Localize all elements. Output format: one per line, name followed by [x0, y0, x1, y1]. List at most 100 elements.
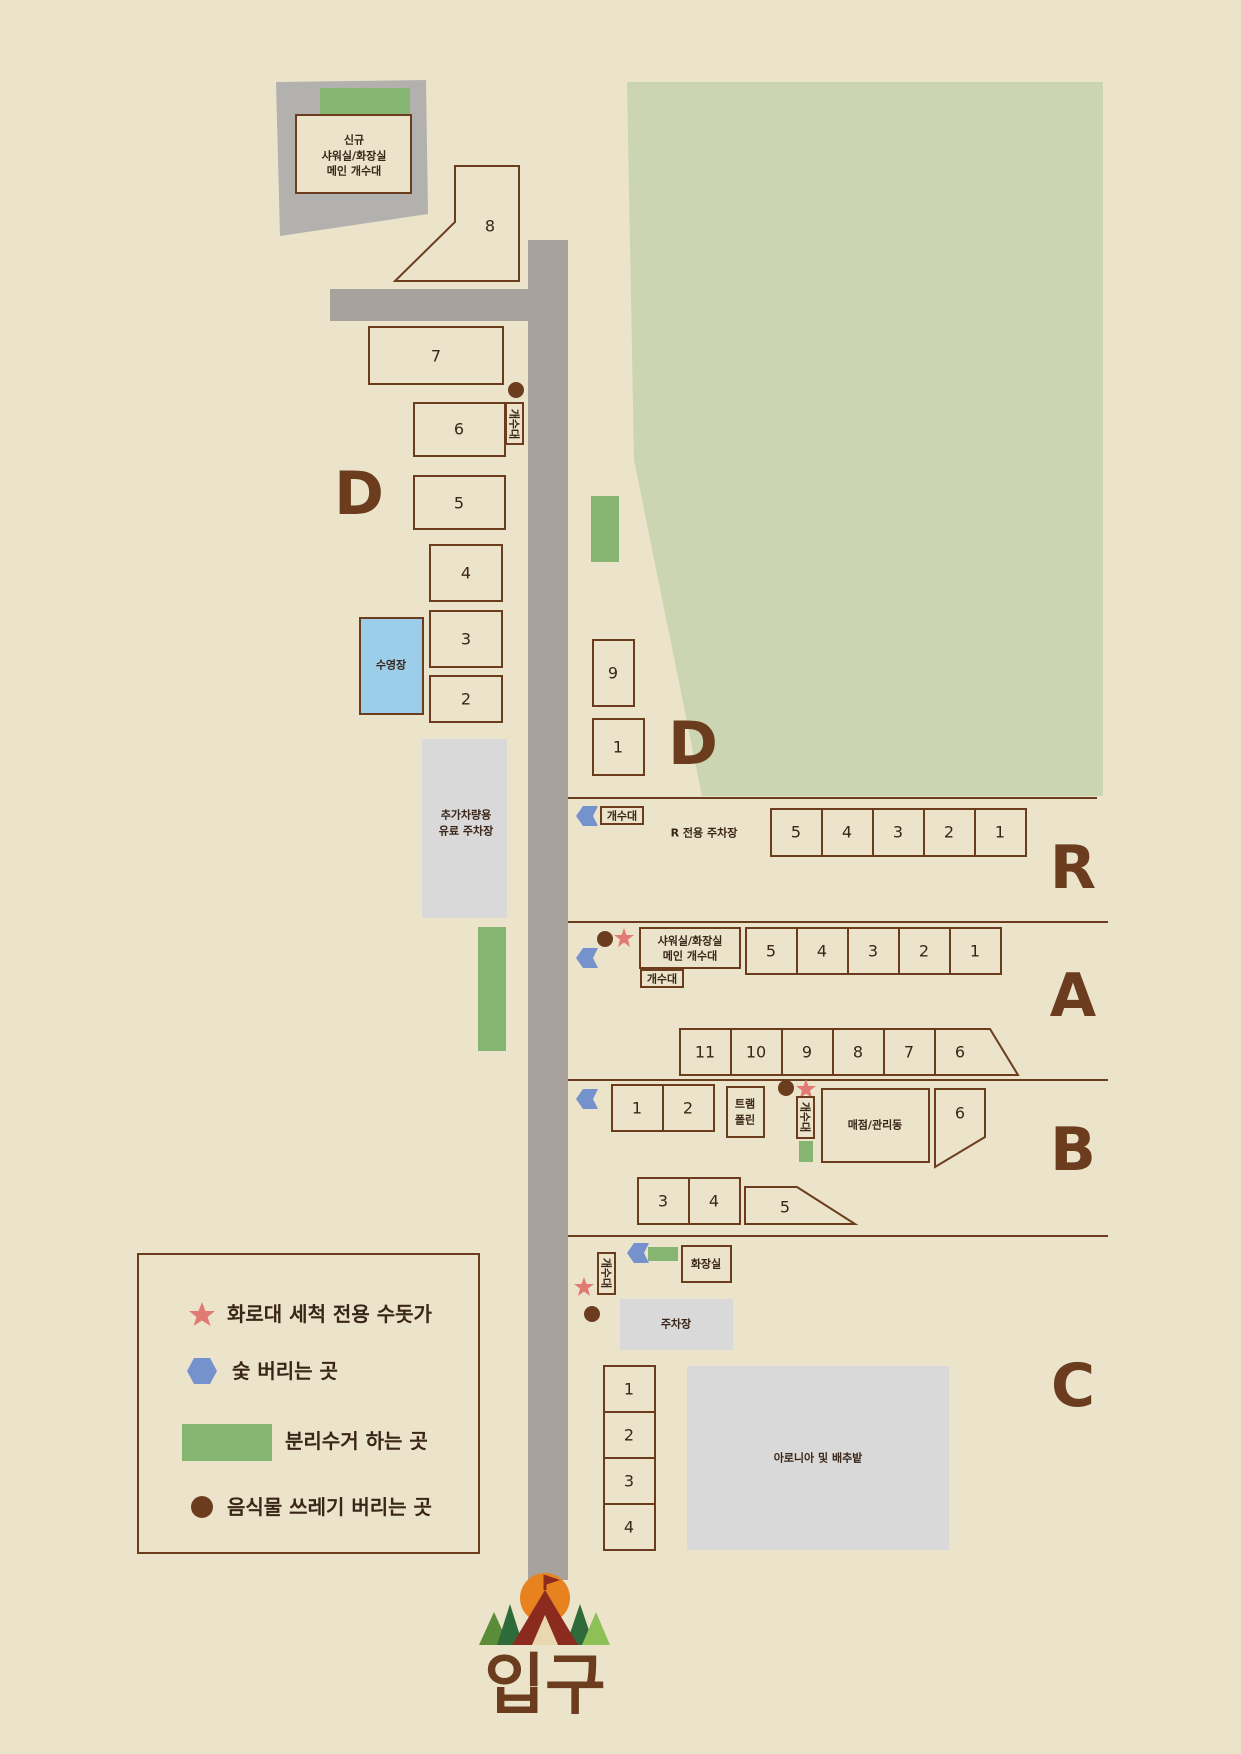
site-d-1-label: 1: [613, 738, 623, 757]
site-c-4-label: 4: [624, 1518, 634, 1537]
site-b-3-label: 3: [658, 1192, 668, 1211]
site-b-6[interactable]: [934, 1088, 986, 1169]
r-sites: 5 4 3 2 1: [770, 808, 1027, 857]
site-d-5[interactable]: [413, 475, 506, 530]
site-d-8[interactable]: [392, 165, 520, 282]
zone-label-a: A: [1050, 961, 1097, 1031]
legend-box: [137, 1253, 480, 1554]
shower-a-label-1: 샤워실/화장실: [658, 934, 723, 948]
recycle-zone-right: [591, 496, 619, 562]
charcoal-hex-b: [576, 1089, 598, 1109]
zone-label-d-right: D: [668, 709, 718, 779]
pool-label: 수영장: [376, 658, 406, 672]
a-top-sites: 5 4 3 2 1: [745, 927, 1002, 975]
site-d-2-label: 2: [461, 690, 471, 709]
side-road: [330, 289, 530, 321]
legend-charcoal: 숯 버리는 곳: [232, 1359, 338, 1383]
parking-c-label: 주차장: [661, 1317, 691, 1331]
charcoal-hex-r: [576, 806, 598, 826]
site-c-2-label: 2: [624, 1426, 634, 1445]
recycle-zone-left: [478, 927, 506, 1051]
legend-hexagon-icon: [187, 1358, 217, 1384]
paid-parking-label-2: 유료 주차장: [439, 824, 493, 838]
site-b-5[interactable]: [744, 1186, 859, 1225]
store-building[interactable]: [821, 1088, 930, 1163]
site-d-8-label: 8: [485, 217, 495, 236]
recycle-zone-top: [320, 88, 410, 114]
site-d-7[interactable]: [368, 326, 504, 385]
site-d-1[interactable]: [592, 718, 645, 776]
site-r-1-label: 1: [995, 823, 1005, 842]
zone-label-d-left: D: [334, 459, 384, 529]
food-waste-dot-b: [778, 1080, 794, 1096]
food-waste-dot-a: [597, 931, 613, 947]
site-a-1-label: 1: [970, 942, 980, 961]
recycle-zone-c: [648, 1247, 678, 1261]
toilet-label: 화장실: [691, 1257, 721, 1271]
site-a-3-label: 3: [868, 942, 878, 961]
site-b-4[interactable]: [688, 1177, 741, 1225]
parking-c[interactable]: [620, 1299, 733, 1350]
sink-a[interactable]: [640, 969, 684, 988]
r-parking-label: R 전용 주차장: [671, 826, 738, 840]
legend-fire-pit-wash: 화로대 세척 전용 수돗가: [227, 1302, 432, 1326]
site-a-8-label: 8: [853, 1043, 863, 1062]
site-c-3-label: 3: [624, 1472, 634, 1491]
site-a-6[interactable]: [934, 1028, 1020, 1076]
new-shower-building[interactable]: [295, 114, 412, 194]
site-d-4[interactable]: [429, 544, 503, 602]
recycle-zone-b: [799, 1141, 813, 1162]
zone-label-r: R: [1050, 833, 1096, 903]
site-d-2[interactable]: [429, 675, 503, 723]
site-a-5-label: 5: [766, 942, 776, 961]
site-a-1[interactable]: [949, 927, 1002, 975]
site-d-7-label: 7: [431, 347, 441, 366]
site-r-1[interactable]: [974, 808, 1027, 857]
legend-star-icon: [189, 1302, 215, 1326]
sink-r[interactable]: [600, 806, 644, 825]
site-r-3-label: 3: [893, 823, 903, 842]
sink-d[interactable]: [505, 402, 524, 445]
site-a-4-label: 4: [817, 942, 827, 961]
paid-parking[interactable]: [422, 739, 507, 918]
sink-c[interactable]: [597, 1252, 616, 1295]
fire-star-c: [574, 1277, 594, 1296]
site-b-5-label: 5: [780, 1198, 790, 1217]
sink-b[interactable]: [796, 1096, 815, 1139]
site-a-9-label: 9: [802, 1043, 812, 1062]
toilet-c[interactable]: [681, 1245, 732, 1283]
site-b-2[interactable]: [662, 1084, 715, 1132]
legend-recycle-icon: [182, 1424, 272, 1461]
open-field: [627, 82, 1103, 796]
sink-c-label: 개수대: [600, 1258, 614, 1288]
site-b-2-label: 2: [683, 1099, 693, 1118]
trampoline[interactable]: [726, 1086, 765, 1138]
new-building-label-3: 메인 개수대: [327, 164, 381, 178]
charcoal-hex-a: [576, 948, 598, 968]
sink-b-label: 개수대: [799, 1102, 813, 1132]
site-d-9[interactable]: [592, 639, 635, 707]
swimming-pool[interactable]: [359, 617, 424, 715]
store-label: 매점/관리동: [848, 1118, 903, 1132]
trampoline-label-2: 폴린: [735, 1113, 755, 1127]
site-c-1-label: 1: [624, 1380, 634, 1399]
legend-recycling: 분리수거 하는 곳: [285, 1429, 428, 1453]
shower-building-a[interactable]: [639, 927, 741, 969]
entrance-label: 입구: [484, 1647, 605, 1724]
site-d-9-label: 9: [608, 664, 618, 683]
site-c-4[interactable]: [603, 1503, 656, 1551]
site-d-3[interactable]: [429, 610, 503, 668]
site-b-6-label: 6: [955, 1104, 965, 1123]
entrance-tent-icon: [479, 1573, 610, 1645]
aronia-field[interactable]: [687, 1366, 949, 1550]
site-r-5-label: 5: [791, 823, 801, 842]
site-a-10-label: 10: [746, 1043, 766, 1062]
site-d-5-label: 5: [454, 494, 464, 513]
food-waste-dot-d: [508, 382, 524, 398]
sink-d-label: 개수대: [508, 409, 522, 439]
fire-star-b: [796, 1079, 816, 1098]
site-d-4-label: 4: [461, 564, 471, 583]
trampoline-label-1: 트램: [735, 1097, 755, 1111]
site-a-6-label: 6: [955, 1043, 965, 1062]
